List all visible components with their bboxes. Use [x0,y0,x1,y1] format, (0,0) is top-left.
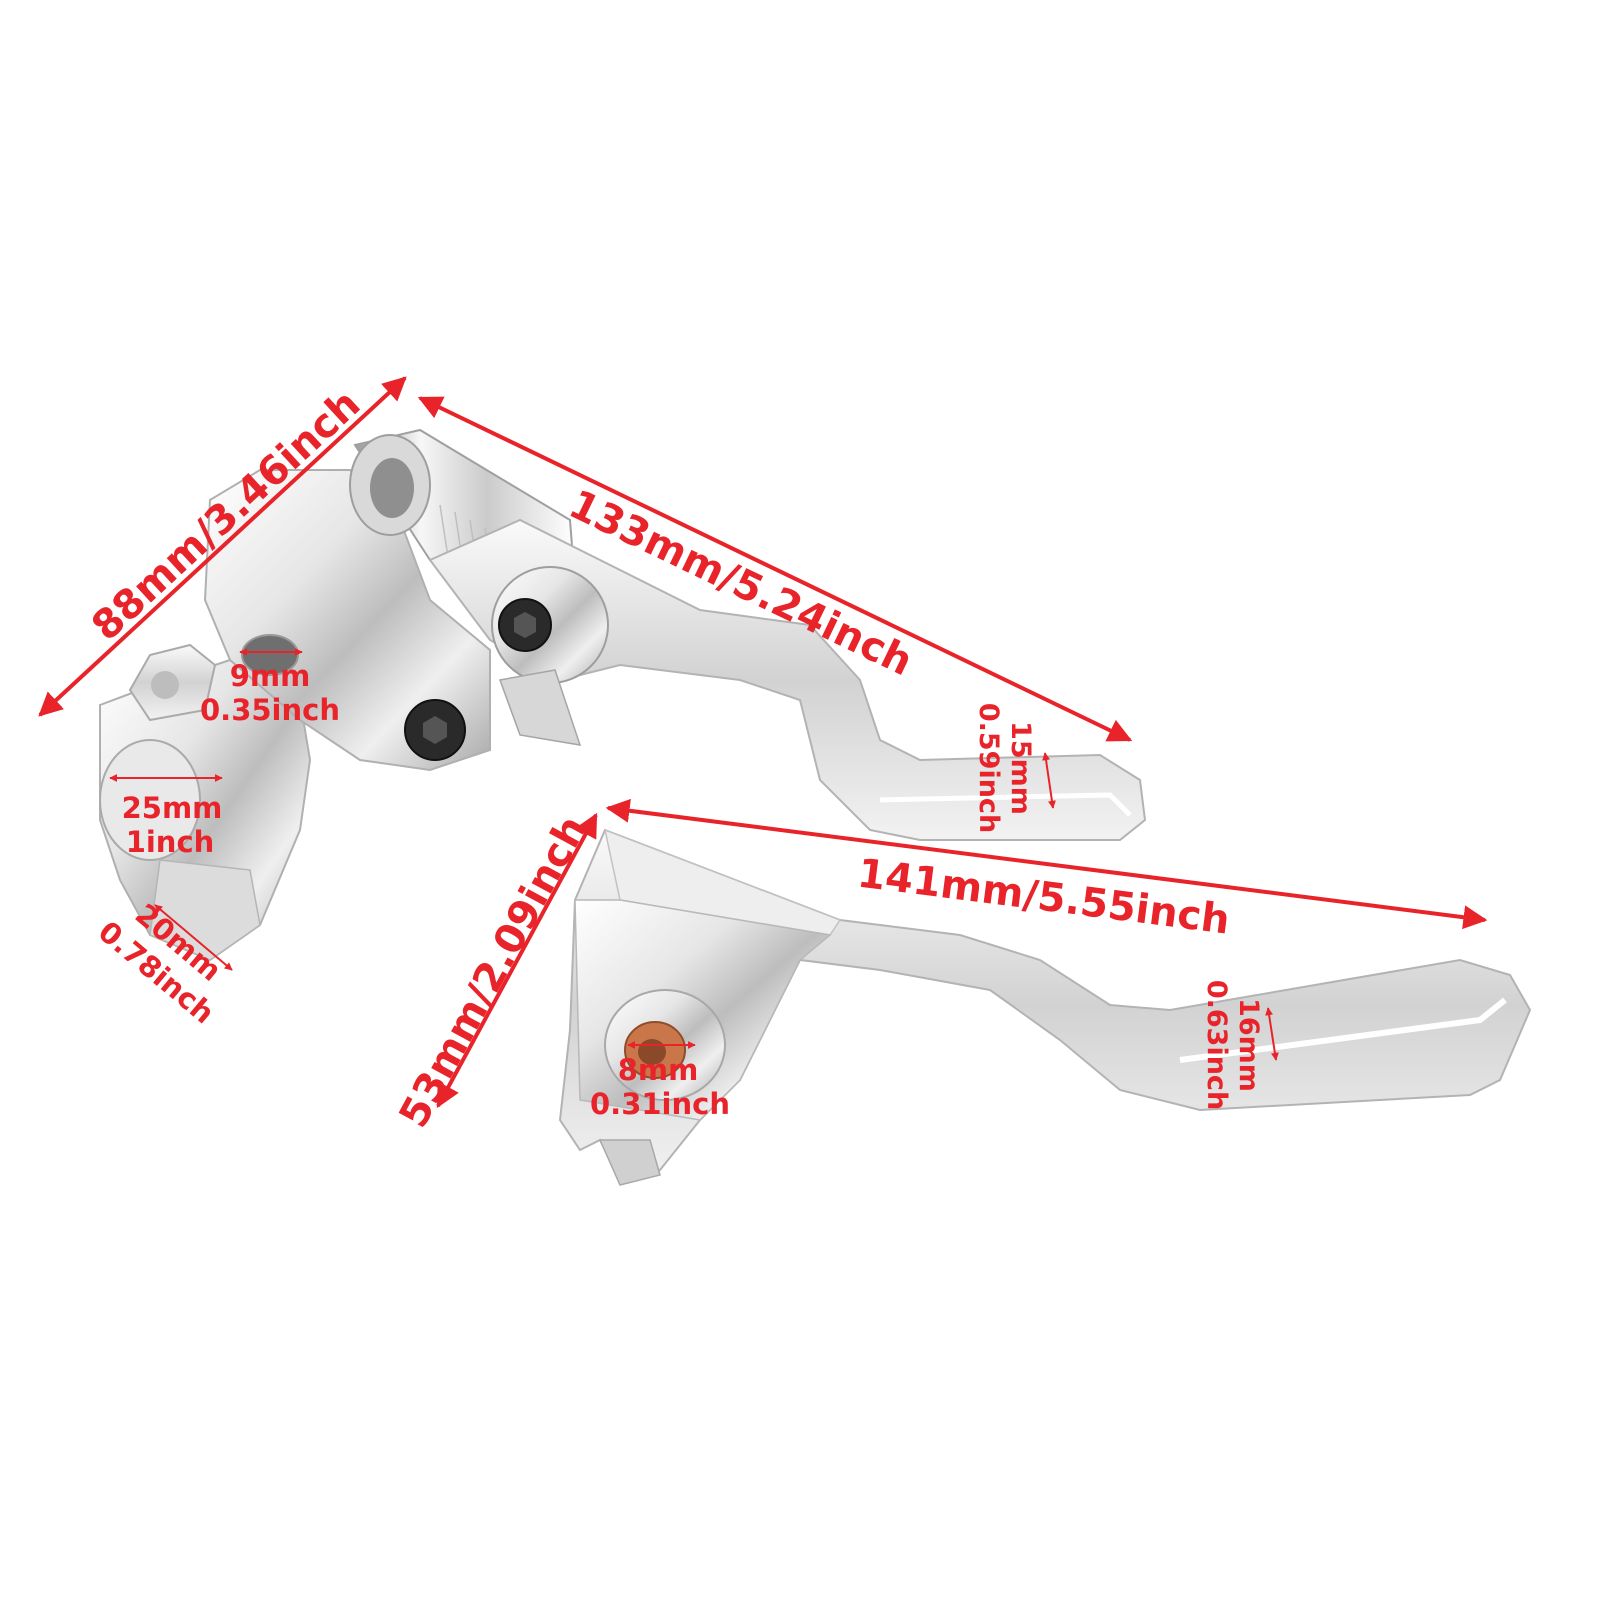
label-top-tip-in: 0.59inch [973,703,1004,833]
top-lever-barrel-bore [370,458,414,518]
label-bottom-bore-in: 0.31inch [590,1087,730,1121]
label-top-clamp-in: 1inch [126,825,215,859]
bottom-lever-tip-highlight [1179,997,1507,1063]
label-top-bore-in: 0.35inch [200,693,340,727]
dim-line-top-body [154,904,233,971]
label-top-bore-mm: 9mm [230,659,311,693]
dim-line-bottom-length [605,798,1488,930]
label-top-clamp-mm: 25mm [122,791,223,825]
dimension-lines [38,376,1488,1109]
label-bottom-tip-in: 0.63inch [1201,980,1232,1110]
top-lever-clamp-bore [99,739,201,861]
dim-line-bottom-height [436,812,598,1109]
label-top-tip-mm: 15mm [1005,721,1036,815]
dim-line-bottom-tip [1265,1007,1279,1061]
label-bottom-bore-mm: 8mm [618,1053,699,1087]
top-lever-tab-hole [151,671,179,699]
bottom-lever-stub [598,1139,661,1186]
dim-line-top-height [38,376,407,717]
label-bottom-tip-mm: 16mm [1233,998,1264,1092]
top-lever-switch-wedge [498,669,582,746]
dim-line-top-length [417,396,1133,742]
